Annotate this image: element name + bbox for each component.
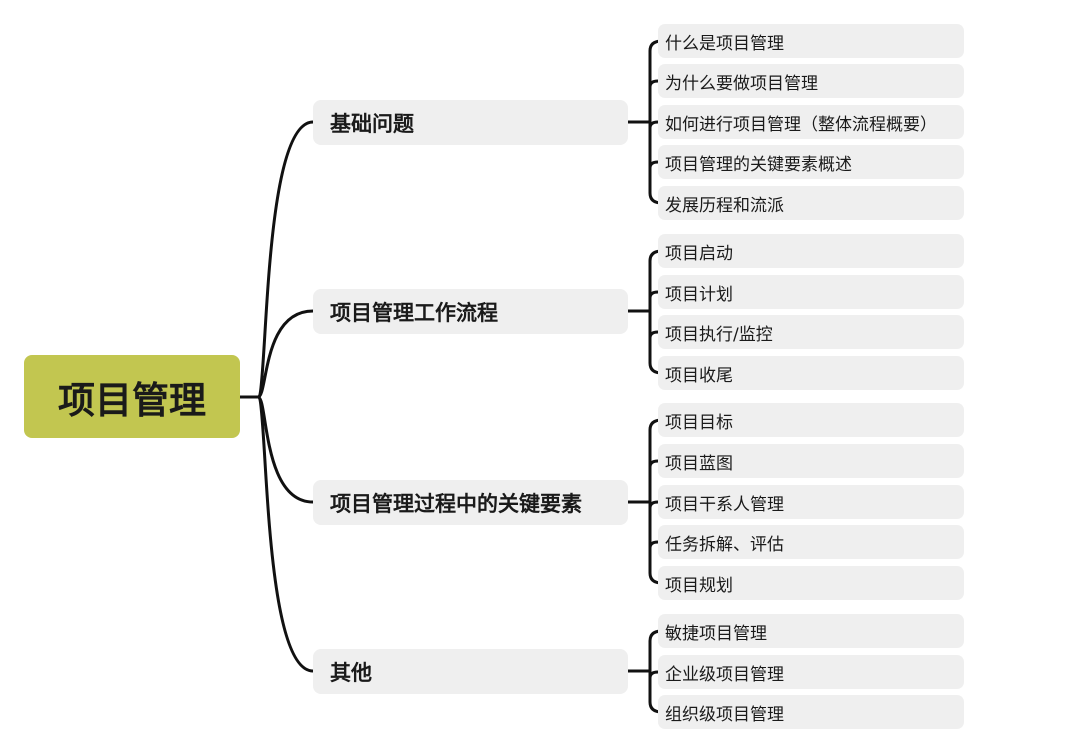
- bracket-tick: [648, 459, 660, 469]
- leaf-node[interactable]: 发展历程和流派: [658, 186, 964, 220]
- root-node[interactable]: 项目管理: [24, 355, 240, 438]
- leaf-node[interactable]: 企业级项目管理: [658, 655, 964, 689]
- bracket-tick: [648, 540, 660, 550]
- bracket-tick: [648, 330, 660, 340]
- leaf-node[interactable]: 敏捷项目管理: [658, 614, 964, 648]
- bracket-tick: [648, 290, 660, 300]
- branch-node[interactable]: 项目管理过程中的关键要素: [313, 480, 628, 525]
- leaf-node[interactable]: 组织级项目管理: [658, 695, 964, 729]
- leaf-node[interactable]: 项目管理的关键要素概述: [658, 145, 964, 179]
- leaf-node[interactable]: 什么是项目管理: [658, 24, 964, 58]
- bracket-tick: [648, 670, 660, 680]
- branch-connector: [256, 309, 315, 399]
- leaf-node[interactable]: 任务拆解、评估: [658, 525, 964, 559]
- leaf-node[interactable]: 项目启动: [658, 234, 964, 268]
- bracket-tick: [648, 120, 660, 130]
- bracket-tick: [648, 500, 660, 510]
- bracket-tick: [648, 79, 660, 89]
- bracket-line: [648, 249, 664, 375]
- branch-node[interactable]: 项目管理工作流程: [313, 289, 628, 334]
- bracket-line: [648, 39, 664, 205]
- leaf-node[interactable]: 项目执行/监控: [658, 315, 964, 349]
- leaf-node[interactable]: 项目干系人管理: [658, 485, 964, 519]
- leaf-node[interactable]: 项目蓝图: [658, 444, 964, 478]
- leaf-node[interactable]: 项目规划: [658, 566, 964, 600]
- branch-node[interactable]: 其他: [313, 649, 628, 694]
- leaf-node[interactable]: 为什么要做项目管理: [658, 64, 964, 98]
- branch-connector: [256, 395, 315, 673]
- bracket-tick: [648, 160, 660, 170]
- branch-node[interactable]: 基础问题: [313, 100, 628, 145]
- branch-connector: [256, 120, 315, 399]
- leaf-node[interactable]: 如何进行项目管理（整体流程概要）: [658, 105, 964, 139]
- leaf-node[interactable]: 项目收尾: [658, 356, 964, 390]
- bracket-line: [648, 629, 664, 714]
- leaf-node[interactable]: 项目目标: [658, 403, 964, 437]
- leaf-node[interactable]: 项目计划: [658, 275, 964, 309]
- bracket-line: [648, 418, 664, 585]
